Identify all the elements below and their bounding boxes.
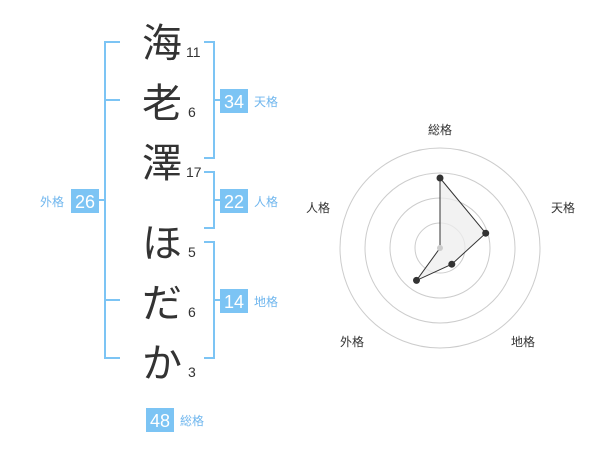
soukaku-label: 総格 <box>180 413 204 428</box>
name-char-4: ほ <box>142 221 182 267</box>
chikaku-value: 14 <box>224 292 244 312</box>
jinkaku-label: 人格 <box>254 194 278 209</box>
radar-point <box>413 276 420 284</box>
radar-point <box>436 174 444 182</box>
gaikaku-bracket <box>90 41 120 359</box>
chikaku-bracket <box>204 241 220 359</box>
radar-ring <box>364 172 516 324</box>
radar-series-polygon <box>414 176 487 282</box>
jinkaku-bracket <box>204 171 220 229</box>
radar-axis-label-jinkaku: 人格 <box>306 200 330 215</box>
radar-point <box>448 260 456 268</box>
stroke-count-2: 6 <box>188 104 196 120</box>
soukaku-box <box>146 408 174 432</box>
tenkaku-label: 天格 <box>254 94 278 109</box>
chikaku-box <box>220 289 248 313</box>
radar-chart: 総格 天格 地格 外格 人格 <box>306 122 575 349</box>
tenkaku-box <box>220 89 248 113</box>
jinkaku-value: 22 <box>224 192 244 212</box>
radar-points <box>413 174 490 284</box>
radar-ring <box>339 147 541 349</box>
gaikaku-label: 外格 <box>40 194 64 209</box>
radar-point <box>482 229 490 237</box>
gaikaku-value: 26 <box>75 192 95 212</box>
name-char-3: 澤 <box>142 141 182 187</box>
soukaku-value: 48 <box>150 411 170 431</box>
radar-grid <box>339 147 541 349</box>
stroke-count-4: 5 <box>188 244 196 260</box>
name-char-2: 老 <box>142 81 182 127</box>
stroke-count-6: 3 <box>188 364 196 380</box>
stroke-count-3: 17 <box>186 164 202 180</box>
radar-center <box>437 245 443 251</box>
tenkaku-bracket <box>204 41 220 159</box>
tenkaku-value: 34 <box>224 92 244 112</box>
name-char-1: 海 <box>142 21 182 67</box>
name-char-5: だ <box>142 281 182 327</box>
chikaku-label: 地格 <box>254 294 278 309</box>
stroke-count-1: 11 <box>186 44 201 60</box>
jinkaku-box <box>220 189 248 213</box>
radar-axis-label-tenkaku: 天格 <box>551 200 575 215</box>
stroke-count-5: 6 <box>188 304 196 320</box>
gaikaku-box <box>71 189 99 213</box>
radar-axis-label-gaikaku: 外格 <box>340 334 364 349</box>
name-char-6: か <box>142 341 182 387</box>
radar-axis-label-chikaku: 地格 <box>511 334 535 349</box>
radar-axis-label-soukaku: 総格 <box>428 122 452 137</box>
